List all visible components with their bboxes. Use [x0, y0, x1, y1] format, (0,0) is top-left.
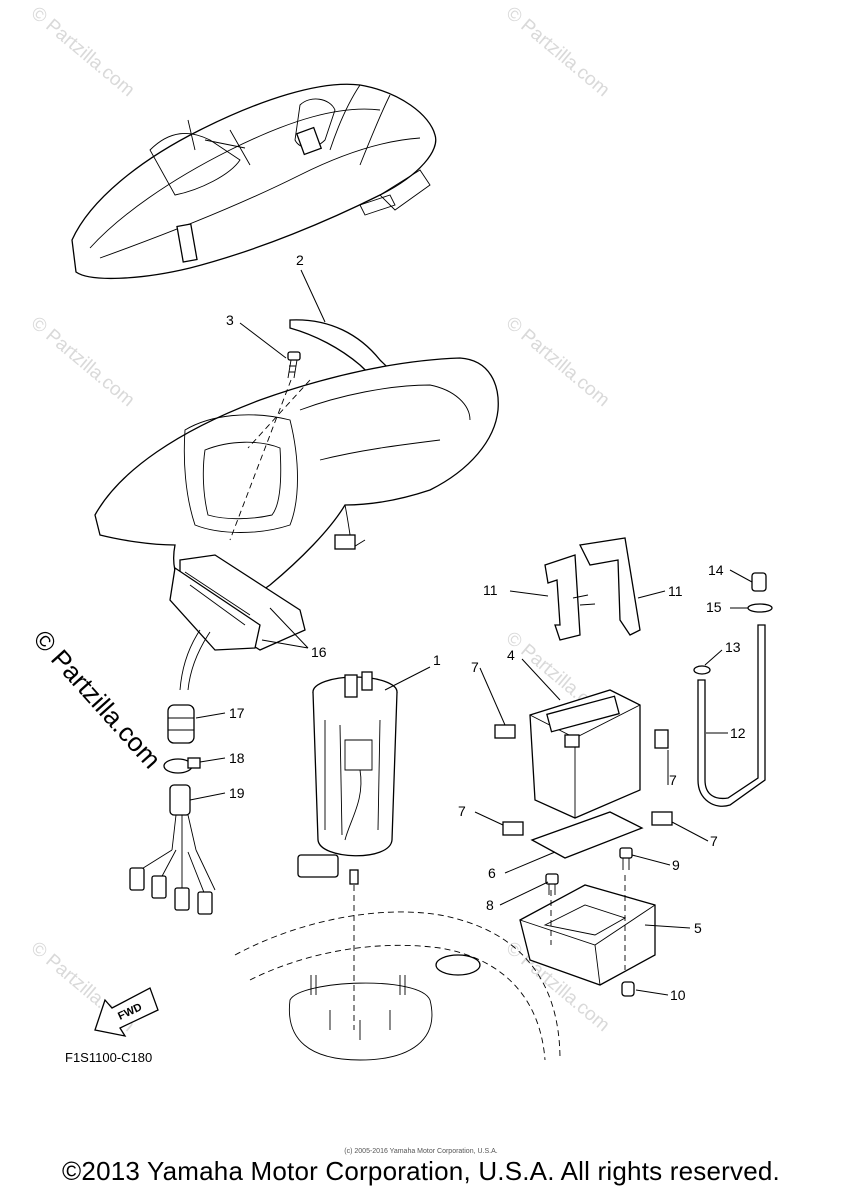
callout-10: 10: [670, 987, 686, 1003]
fine-print: (c) 2005-2016 Yamaha Motor Corporation, …: [344, 1148, 498, 1155]
callout-11a: 11: [483, 582, 498, 598]
callout-14: 14: [708, 562, 724, 578]
callout-19: 19: [229, 785, 245, 801]
callout-11b: 11: [668, 583, 683, 599]
watermark: © Partzilla.com: [502, 313, 614, 411]
part-3-bolt: [229, 351, 301, 541]
callout-4: 4: [507, 647, 515, 663]
part-7-pads: [494, 724, 673, 836]
callout-labels: 1 2 3 4 5 6 7 7 7 7 8 9 10 11 11 12 13 1…: [226, 252, 746, 1003]
part-11-bands: [544, 537, 641, 641]
watermark: © Partzilla.com: [27, 313, 139, 411]
copyright-footer: ©2013 Yamaha Motor Corporation, U.S.A. A…: [62, 1156, 780, 1186]
callout-17: 17: [229, 705, 245, 721]
part-4-battery: [529, 689, 641, 819]
drawing-code: F1S1100-C180: [65, 1050, 152, 1065]
vent-tube: [693, 572, 773, 807]
callout-9: 9: [672, 857, 680, 873]
callout-2: 2: [296, 252, 304, 268]
callout-3: 3: [226, 312, 234, 328]
watercraft-illustration: [71, 83, 437, 280]
callout-12: 12: [730, 725, 746, 741]
part-16-meter: [169, 554, 306, 691]
callout-8: 8: [486, 897, 494, 913]
fwd-arrow: FWD: [94, 987, 159, 1037]
callout-5: 5: [694, 920, 702, 936]
callout-16: 16: [311, 644, 327, 660]
callout-15: 15: [706, 599, 722, 615]
tank-top: [234, 911, 561, 1061]
screws: [545, 847, 635, 997]
watermark-side: © Partzilla.com: [28, 624, 168, 774]
callout-18: 18: [229, 750, 245, 766]
part-5-battery-box: [519, 875, 656, 986]
upper-deck: [94, 319, 499, 603]
callout-6: 6: [488, 865, 496, 881]
wire-harness: [129, 704, 216, 915]
part-1-fuel-pump: [297, 671, 398, 1030]
watermark: © Partzilla.com: [27, 3, 139, 101]
callout-7c: 7: [458, 803, 466, 819]
callout-7d: 7: [710, 833, 718, 849]
callout-7b: 7: [669, 772, 677, 788]
leader-lines: [189, 269, 753, 996]
callout-1: 1: [433, 652, 441, 668]
callout-13: 13: [725, 639, 741, 655]
callout-7a: 7: [471, 659, 479, 675]
watermark: © Partzilla.com: [502, 3, 614, 101]
